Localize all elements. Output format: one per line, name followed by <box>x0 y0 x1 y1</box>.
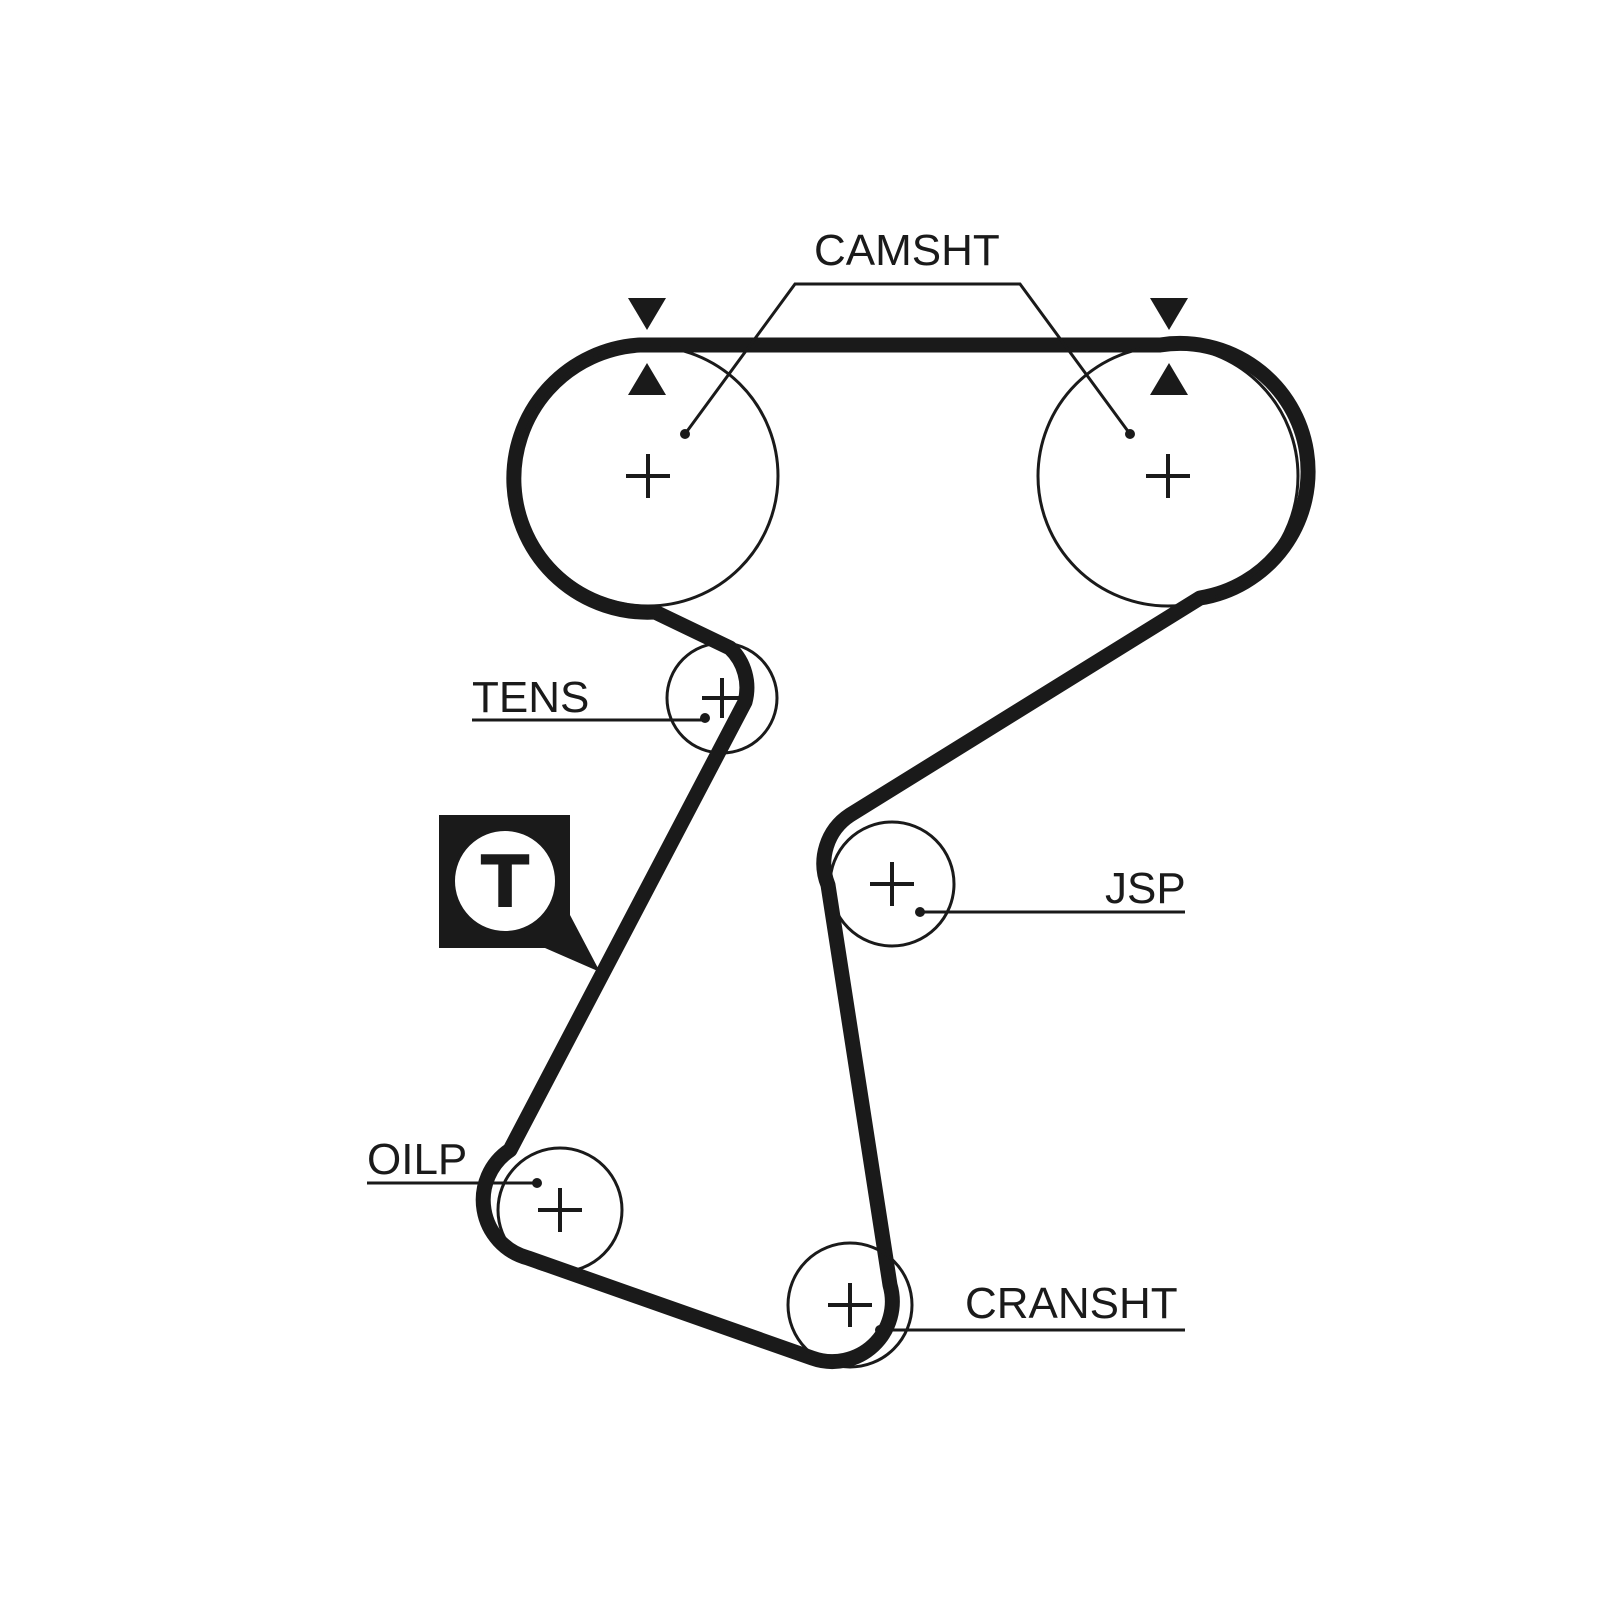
crankshaft-label: CRANSHT <box>965 1279 1178 1328</box>
tensioner-pulley <box>665 641 779 755</box>
timing-mark-right <box>1150 298 1188 395</box>
crankshaft-pulley <box>786 1241 914 1369</box>
camshaft-label: CAMSHT <box>814 226 1000 275</box>
camshaft-pulley-left <box>516 344 780 608</box>
tensioner-badge: T <box>439 815 600 972</box>
jsp-label: JSP <box>1105 864 1186 913</box>
oil-pump-label: OILP <box>367 1135 467 1184</box>
tensioner-label: TENS <box>472 673 589 722</box>
oil-pump-pulley <box>496 1146 624 1274</box>
timing-belt <box>475 335 1316 1370</box>
jsp-pulley <box>828 820 956 948</box>
tensioner-badge-letter: T <box>480 840 529 924</box>
camshaft-leader <box>683 282 1132 435</box>
timing-mark-left <box>628 298 666 395</box>
